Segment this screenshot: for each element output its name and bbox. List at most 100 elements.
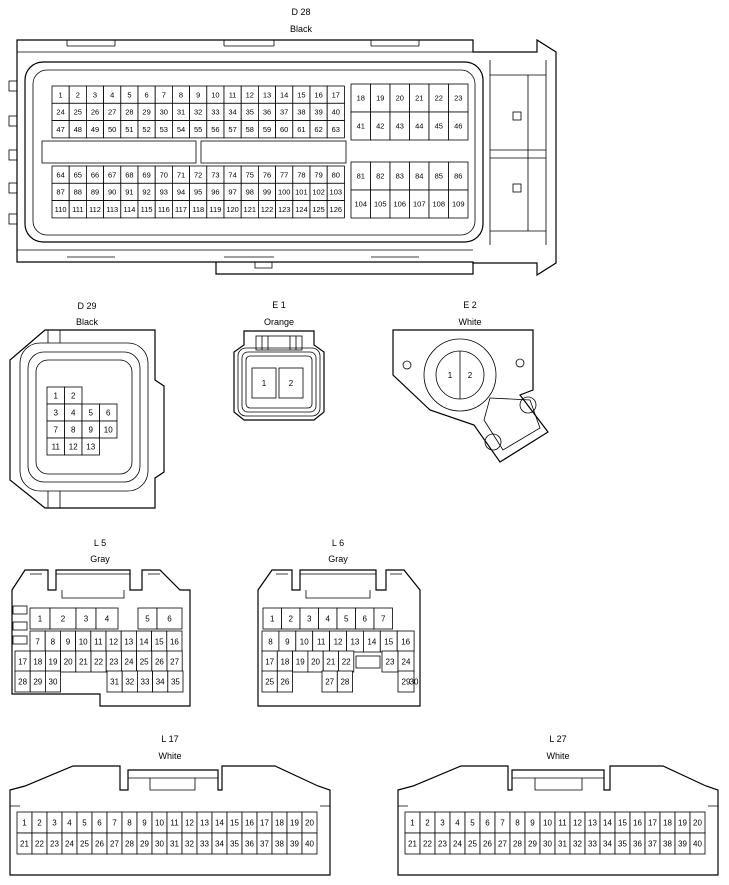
l17-pin-label: 20 — [305, 818, 314, 827]
d28-pin-label: 45 — [435, 122, 443, 131]
d28-pin-label: 31 — [177, 108, 185, 117]
l27-pin-label: 25 — [468, 839, 477, 848]
l17-pin-label: 13 — [200, 818, 209, 827]
l17-pin-label: 18 — [275, 818, 284, 827]
l27-pin-label: 16 — [633, 818, 642, 827]
l27-pin-label: 3 — [440, 818, 445, 827]
connector-d29-color: Black — [76, 317, 99, 327]
l6-pin-label: 28 — [340, 677, 349, 686]
l6-pin-label: 23 — [386, 657, 395, 666]
l5-pin-label: 31 — [110, 677, 119, 686]
d28-pin-label: 61 — [297, 125, 305, 134]
l27-pin-label: 31 — [558, 839, 567, 848]
l17-pin-label: 28 — [125, 839, 134, 848]
l5-pin-label: 35 — [171, 677, 180, 686]
d28-pin-label: 14 — [280, 90, 288, 99]
l27-pin-label: 39 — [678, 839, 687, 848]
d28-pin-label: 4 — [110, 90, 114, 99]
l6-pin-label: 17 — [265, 657, 274, 666]
l6-pin-label: 22 — [342, 657, 351, 666]
d29-pin-label: 13 — [86, 442, 95, 451]
d28-pin-label: 32 — [194, 108, 202, 117]
d28-pin-label: 13 — [263, 90, 271, 99]
d28-pin-label: 53 — [160, 125, 168, 134]
d29-pin-cell — [81, 437, 100, 456]
l17-pin-label: 2 — [37, 818, 42, 827]
d28-pin-label: 50 — [108, 125, 116, 134]
d28-pin-label: 55 — [194, 125, 202, 134]
d29-pin-label: 10 — [104, 425, 113, 434]
connector-l17-color: White — [158, 751, 181, 761]
l6-pin-cell — [276, 670, 293, 693]
l27-pin-label: 37 — [648, 839, 657, 848]
l27-pin-label: 5 — [470, 818, 475, 827]
l5-pin-label: 32 — [125, 677, 134, 686]
l17-pin-label: 31 — [170, 839, 179, 848]
l5-pin-label: 28 — [18, 677, 27, 686]
l6-pin-label: 5 — [344, 614, 349, 623]
l17-pin-label: 25 — [80, 839, 89, 848]
d28-pin-label: 56 — [211, 125, 219, 134]
l6-pin-label: 14 — [367, 637, 376, 646]
d28-pin-cell — [448, 189, 469, 219]
d28-pin-label: 51 — [125, 125, 133, 134]
l6-pin-cell — [373, 607, 393, 630]
l27-pin-label: 19 — [678, 818, 687, 827]
d28-pin-label: 33 — [211, 108, 219, 117]
l17-pin-label: 17 — [260, 818, 269, 827]
d28-pin-label: 36 — [263, 108, 271, 117]
d29-pin-label: 3 — [54, 408, 59, 417]
d28-pin-label: 17 — [332, 90, 340, 99]
d28-pin-label: 96 — [211, 188, 219, 197]
l5-pin-label: 24 — [125, 657, 134, 666]
e2-pin-label: 2 — [468, 371, 473, 380]
l17-pin-label: 27 — [110, 839, 119, 848]
d28-pin-label: 90 — [108, 188, 116, 197]
l17-pin-label: 4 — [67, 818, 72, 827]
l27-pin-label: 17 — [648, 818, 657, 827]
d28-pin-label: 122 — [261, 205, 274, 214]
e1-pin-label: 1 — [262, 379, 267, 388]
l17-pin-label: 23 — [50, 839, 59, 848]
d28-pin-label: 64 — [56, 170, 64, 179]
d28-pin-label: 80 — [332, 170, 340, 179]
l17-pin-label: 35 — [230, 839, 239, 848]
connector-l6-color: Gray — [328, 554, 348, 564]
l6-pin-label: 6 — [363, 614, 368, 623]
d28-pin-label: 119 — [209, 205, 221, 214]
l6-pin-label: 16 — [401, 637, 410, 646]
d28-pin-label: 73 — [211, 170, 219, 179]
l17-pin-label: 21 — [20, 839, 29, 848]
l17-pin-label: 36 — [245, 839, 254, 848]
d28-pin-label: 125 — [312, 205, 325, 214]
connector-e2-id: E 2 — [463, 300, 477, 310]
connector-l27-color: White — [546, 751, 569, 761]
d29-pin-label: 6 — [106, 408, 111, 417]
l27-pin-label: 34 — [603, 839, 612, 848]
connector-e2-color: White — [458, 317, 481, 327]
d28-pin-label: 48 — [74, 125, 82, 134]
d28-pin-label: 93 — [160, 188, 168, 197]
l5-pin-label: 22 — [94, 657, 103, 666]
d28-pin-label: 26 — [91, 108, 99, 117]
d29-pin-label: 12 — [69, 442, 78, 451]
d28-pin-label: 40 — [332, 108, 340, 117]
l5-pin-label: 7 — [35, 637, 40, 646]
connector-l27-id: L 27 — [549, 734, 566, 744]
d28-pin-label: 79 — [314, 170, 322, 179]
l5-pin-label: 2 — [61, 614, 66, 623]
d28-pin-label: 9 — [196, 90, 200, 99]
d28-pin-label: 62 — [314, 125, 322, 134]
l17-pin-label: 22 — [35, 839, 44, 848]
l27-pin-label: 40 — [693, 839, 702, 848]
d28-pin-label: 74 — [228, 170, 236, 179]
e1-pin-label: 2 — [289, 379, 294, 388]
d28-pin-label: 77 — [280, 170, 288, 179]
l17-pin-label: 14 — [215, 818, 224, 827]
d28-pin-label: 11 — [229, 90, 237, 99]
d28-pin-label: 10 — [211, 90, 219, 99]
l17-pin-label: 7 — [112, 818, 117, 827]
d28-pin-label: 58 — [246, 125, 254, 134]
